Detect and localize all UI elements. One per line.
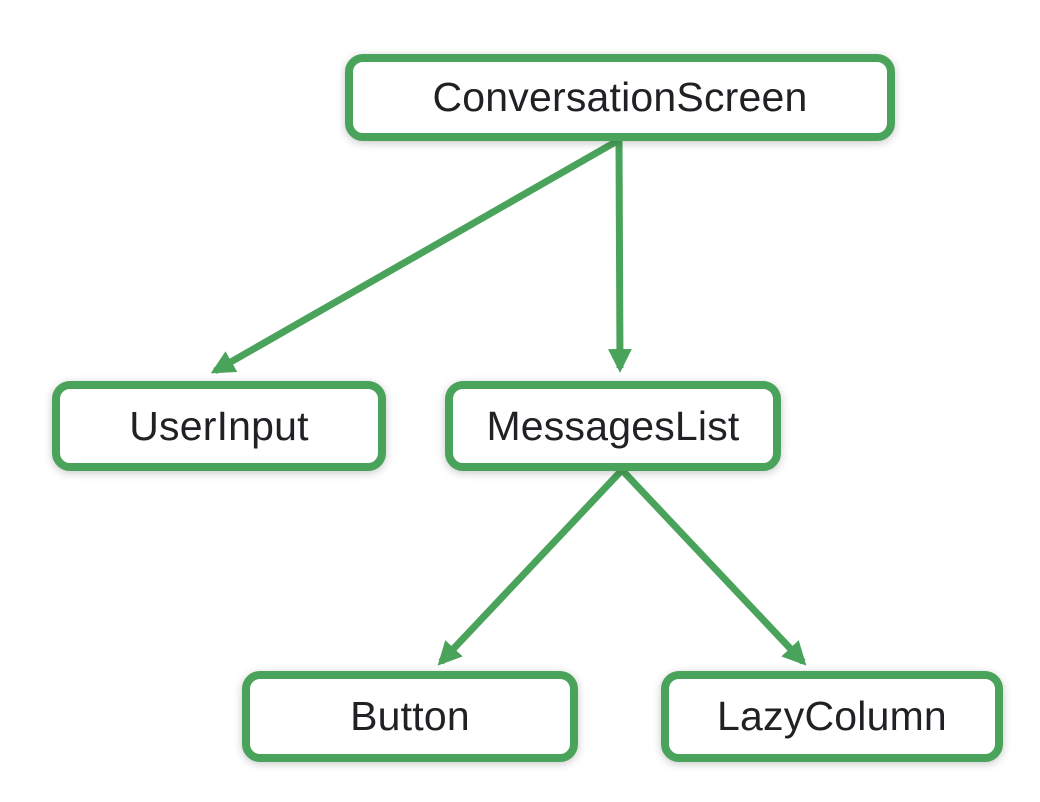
node-button-label: Button xyxy=(350,693,470,739)
edge-conversationscreen-to-messageslist xyxy=(608,139,632,373)
node-button: Button xyxy=(242,671,578,762)
edge-messageslist-to-lazycolumn xyxy=(619,467,807,666)
node-conversation-screen: ConversationScreen xyxy=(345,54,895,141)
edge-conversationscreen-to-userinput xyxy=(210,136,621,375)
node-user-input-label: UserInput xyxy=(129,402,309,449)
node-messages-list-label: MessagesList xyxy=(486,402,740,449)
node-conversation-screen-label: ConversationScreen xyxy=(432,74,808,120)
node-user-input: UserInput xyxy=(52,381,386,471)
edge-messageslist-to-button xyxy=(437,467,625,666)
node-lazy-column: LazyColumn xyxy=(661,671,1003,762)
node-messages-list: MessagesList xyxy=(445,381,781,471)
node-lazy-column-label: LazyColumn xyxy=(717,693,947,739)
